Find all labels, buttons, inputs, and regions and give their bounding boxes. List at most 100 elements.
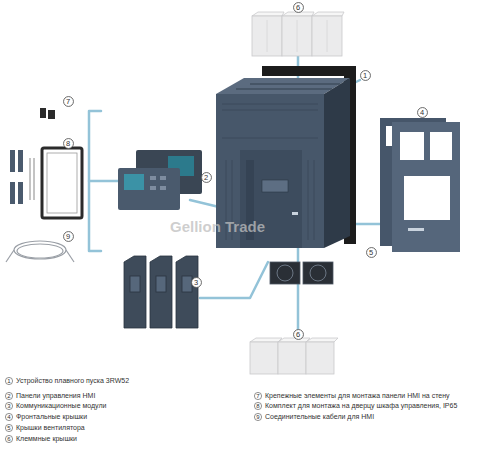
callout-number: 9: [254, 413, 262, 421]
hmi-cable: [6, 250, 14, 262]
callout-number: 1: [360, 70, 371, 81]
legend-text: Соединительные кабели для HMI: [265, 413, 374, 421]
hmi-panel: [160, 186, 166, 190]
legend-text: Устройство плавного пуска 3RW52: [16, 377, 129, 385]
hmi-cable: [14, 241, 66, 259]
mounting-clip: [40, 108, 46, 118]
terminal-cover: [250, 338, 282, 342]
callout-number: 9: [63, 231, 74, 242]
communication-module: [130, 276, 140, 292]
soft-starter: [250, 84, 340, 85]
terminal-cover: [327, 20, 328, 52]
callout-number: 8: [254, 402, 262, 410]
callout-circle: [293, 329, 303, 339]
callout-circle: [5, 424, 12, 431]
callout-number: 5: [7, 425, 10, 432]
callout-circle: [201, 172, 211, 182]
callout-number: 9: [256, 414, 259, 421]
callout-circle: [63, 96, 73, 106]
communication-module: [176, 256, 198, 328]
hmi-cable: [6, 241, 74, 262]
callout-circle: [5, 435, 12, 442]
callout-number: 5: [5, 424, 13, 432]
front-cover: [430, 132, 452, 160]
door-mount-kit: [18, 182, 23, 204]
terminal-cover: [252, 16, 282, 56]
terminal-cover: [312, 16, 342, 56]
terminal-cover: [250, 338, 338, 374]
door-mount-kit: [47, 153, 77, 213]
callout-number: 8: [63, 138, 74, 149]
soft-starter: [324, 78, 350, 248]
callout-circle: [293, 2, 303, 12]
callout-number: 1: [363, 72, 367, 79]
terminal-cover: [278, 342, 306, 374]
callout-number: 5: [369, 249, 373, 256]
hmi-panel: [160, 176, 166, 180]
soft-starter: [314, 160, 315, 240]
watermark: Gellion Trade: [170, 218, 265, 235]
callout-number: 6: [7, 436, 10, 443]
door-mount-kit: [10, 150, 15, 172]
hmi-panel: [118, 150, 202, 210]
hmi-panel: [150, 176, 166, 190]
hmi-cable: [17, 244, 63, 258]
callout-circle: [254, 402, 261, 409]
leader-line: [89, 56, 392, 340]
communication-module: [182, 276, 192, 292]
terminal-cover: [282, 16, 312, 56]
callout-circle: [63, 138, 73, 148]
callout-number: 8: [256, 403, 259, 410]
callout-circle: [5, 377, 12, 384]
fan-cover: [270, 262, 300, 284]
fan-cover: [303, 262, 333, 284]
communication-module: [150, 256, 172, 328]
callout-number: 6: [5, 435, 13, 443]
soft-starter: [236, 84, 340, 89]
callout-number: 4: [7, 414, 10, 421]
callout-number: 6: [296, 4, 300, 11]
callout-circle: [5, 392, 12, 399]
callout-number: 1: [7, 378, 10, 385]
hmi-panel: [150, 186, 156, 190]
door-mount-kit: [34, 158, 35, 200]
door-mount-kit: [10, 182, 15, 204]
callout-number: 2: [201, 172, 212, 183]
terminal-cover: [278, 338, 310, 342]
terminal-cover: [282, 12, 314, 16]
communication-module: [156, 276, 166, 292]
terminal-cover: [306, 342, 334, 374]
fan-cover: [270, 262, 333, 284]
front-cover: [408, 228, 424, 231]
callout-number: 2: [5, 392, 13, 400]
legend-text: Коммуникационные модули: [16, 402, 106, 410]
mounting-clip: [40, 108, 55, 119]
callout-number: 7: [254, 392, 262, 400]
terminal-cover: [252, 12, 284, 16]
callout-circle: [366, 247, 376, 257]
callout-number: 2: [204, 174, 208, 181]
fan-cover: [310, 265, 326, 281]
door-mount-kit: [42, 148, 82, 218]
callout-number: 2: [7, 393, 10, 400]
soft-starter: [222, 110, 318, 111]
callout-number: 6: [293, 2, 304, 13]
callout-circle: [5, 402, 12, 409]
hmi-panel: [150, 176, 156, 180]
callout-number: 3: [191, 277, 202, 288]
callout-number: 1: [5, 377, 13, 385]
legend-text: Клеммные крышки: [16, 435, 77, 443]
hmi-panel: [118, 168, 180, 210]
legend-text: Фронтальные крышки: [16, 413, 87, 421]
callout-number: 4: [5, 413, 13, 421]
hmi-cable: [66, 250, 74, 262]
front-cover: [392, 122, 460, 252]
soft-starter: [262, 66, 354, 76]
mounting-clip: [48, 110, 55, 119]
terminal-cover: [312, 12, 344, 16]
callout-number: 8: [66, 140, 70, 147]
front-cover: [380, 118, 460, 252]
callout-circle: [417, 107, 427, 117]
terminal-cover: [250, 342, 278, 374]
callout-number: 9: [66, 233, 70, 240]
